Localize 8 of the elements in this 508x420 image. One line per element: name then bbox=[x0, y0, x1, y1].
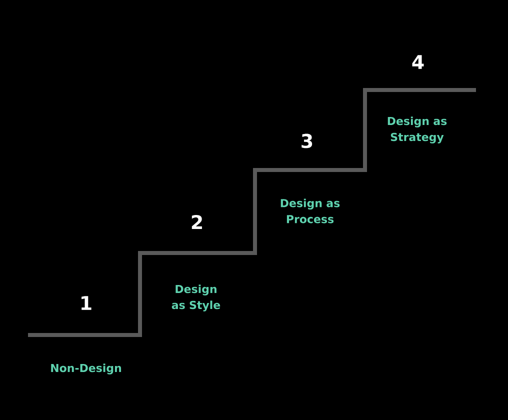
step-number: 1 bbox=[82, 296, 92, 310]
step-number: 4 bbox=[412, 55, 424, 69]
step-number: 3 bbox=[302, 134, 312, 148]
step-label: Design as Process bbox=[280, 198, 340, 224]
step-label: Design as Style bbox=[172, 284, 220, 312]
step-label: Non-Design bbox=[51, 364, 122, 374]
step-label: Design as Strategy bbox=[388, 116, 447, 144]
step-number: 2 bbox=[192, 214, 202, 230]
